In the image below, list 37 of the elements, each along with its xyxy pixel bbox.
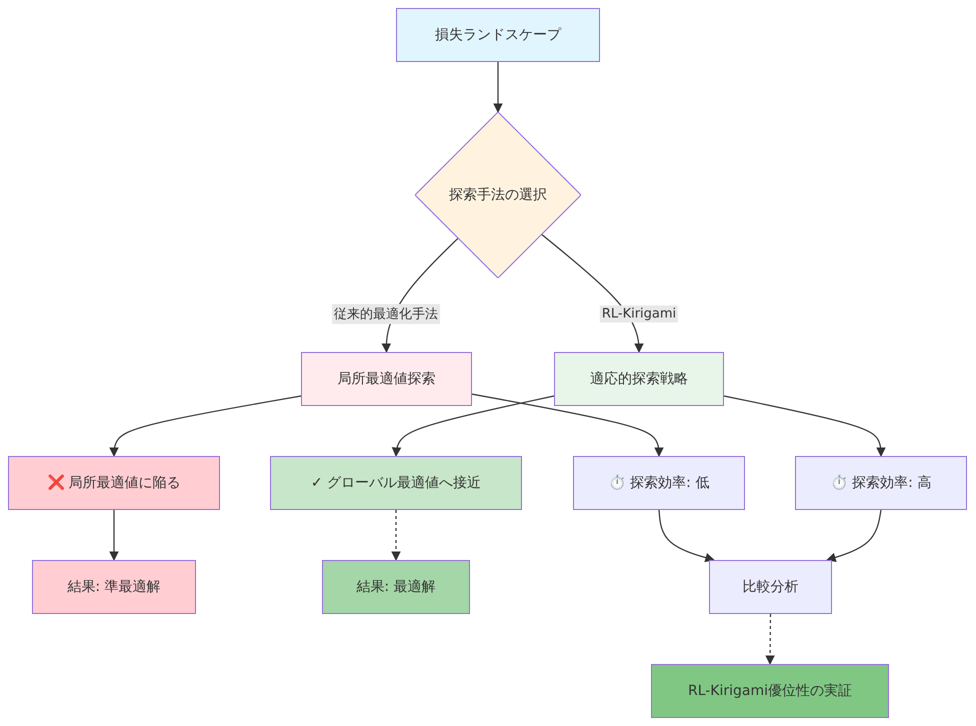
arrow: [724, 395, 886, 457]
process-box: [322, 560, 470, 614]
decision-diamond: [415, 112, 581, 278]
arrow: [392, 395, 554, 457]
node-label: 適応的探索戦略: [590, 370, 688, 388]
node-label: 損失ランドスケープ: [435, 26, 561, 44]
arrow: [109, 510, 119, 561]
edge-label: 従来的最適化手法: [332, 304, 440, 324]
process-box: [270, 456, 522, 510]
arrow: [109, 395, 302, 457]
arrow: [658, 510, 715, 562]
node-label: 比較分析: [742, 578, 798, 596]
node-label: 結果: 準最適解: [67, 578, 161, 596]
process-box: [795, 456, 967, 510]
process-box: [709, 560, 832, 614]
node-label: RL-Kirigami優位性の実証: [688, 682, 852, 700]
arrow: [472, 394, 664, 457]
process-box: [651, 664, 889, 718]
arrow: [540, 234, 644, 353]
node-label: 結果: 最適解: [356, 578, 436, 596]
arrow: [826, 510, 882, 562]
process-box: [301, 352, 472, 406]
node-label: 局所最適値探索: [338, 370, 436, 388]
node-label: ❌ 局所最適値に陥る: [47, 474, 181, 492]
node-label: 探索手法の選択: [449, 186, 547, 204]
arrow: [765, 614, 775, 665]
edge-label: RL-Kirigami: [600, 306, 678, 322]
process-box: [573, 456, 745, 510]
node-label: ⏱ 探索効率: 低: [608, 474, 710, 492]
process-box: [396, 8, 600, 62]
arrow: [391, 510, 401, 561]
arrow: [493, 62, 503, 113]
process-box: [32, 560, 196, 614]
node-label: ✓ グローバル最適値へ接近: [310, 474, 482, 492]
process-box: [554, 352, 724, 406]
node-label: ⏱ 探索効率: 高: [830, 474, 932, 492]
process-box: [8, 456, 220, 510]
